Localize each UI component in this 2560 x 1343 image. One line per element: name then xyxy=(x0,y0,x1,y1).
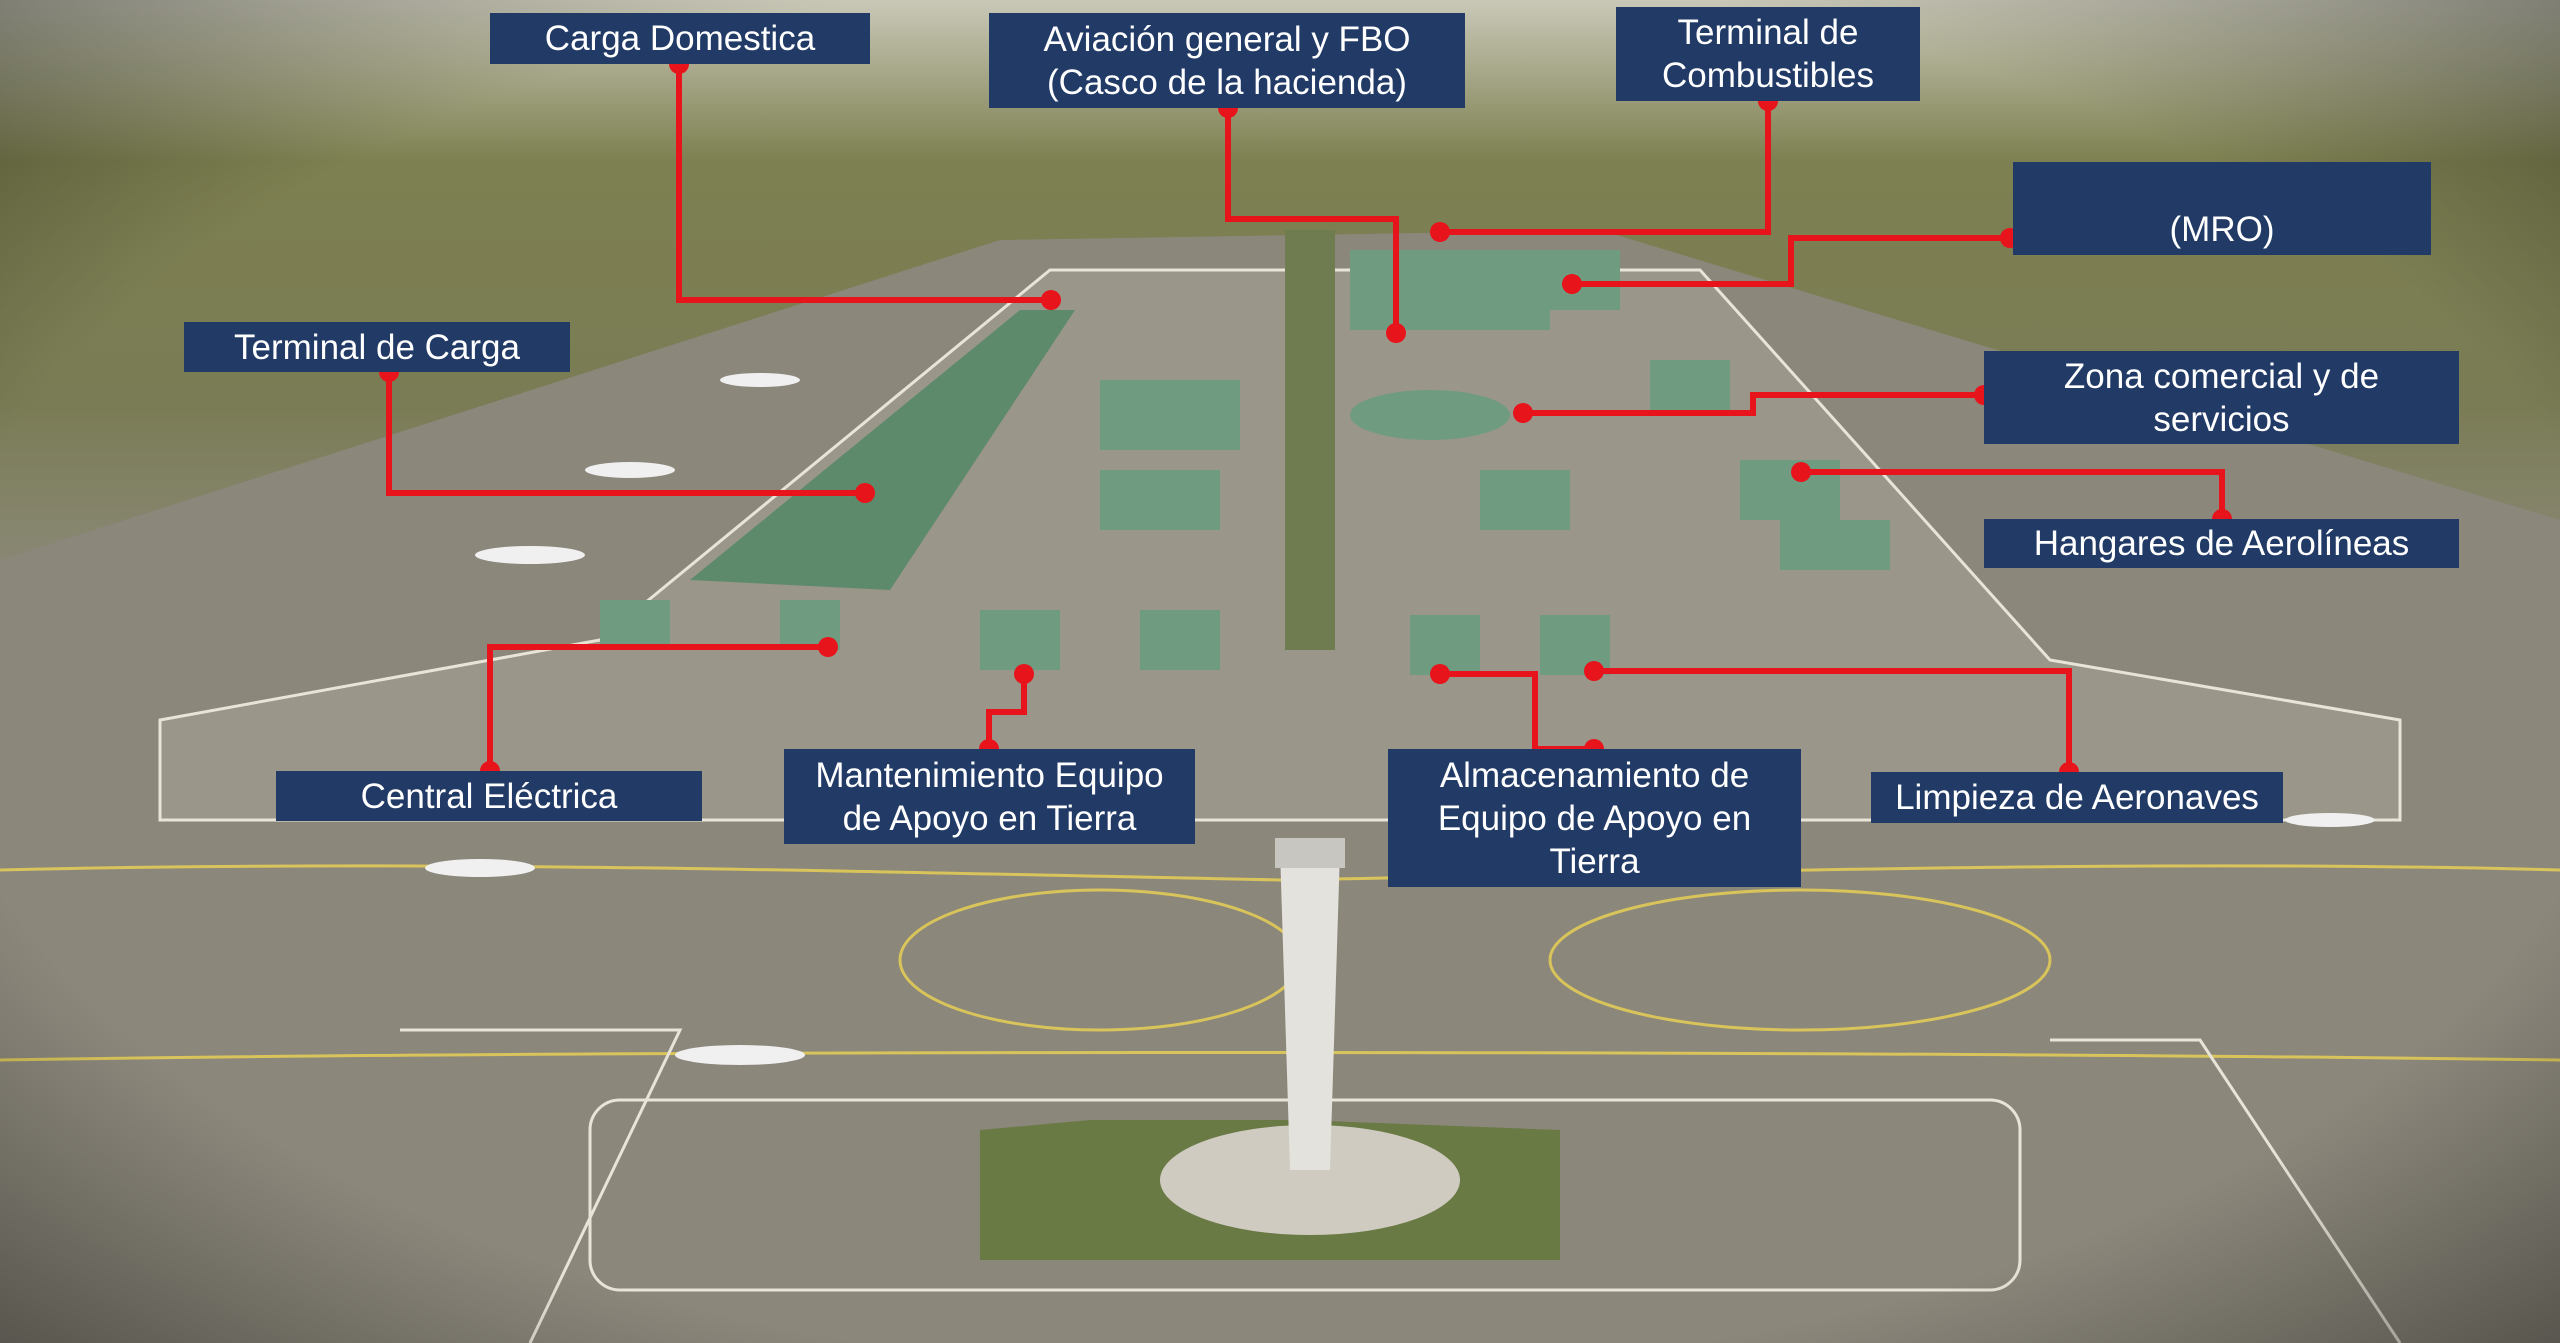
label-carga-domestica: Carga Domestica xyxy=(490,13,870,64)
label-almacenamiento-equipo: Almacenamiento de Equipo de Apoyo en Tie… xyxy=(1388,749,1801,887)
label-mantenimiento-equipo: Mantenimiento Equipo de Apoyo en Tierra xyxy=(784,749,1195,844)
label-aviacion-general-fbo: Aviación general y FBO (Casco de la haci… xyxy=(989,13,1465,108)
label-terminal-carga: Terminal de Carga xyxy=(184,322,570,372)
label-terminal-combustibles: Terminal de Combustibles xyxy=(1616,7,1920,101)
label-hangares-aerolineas: Hangares de Aerolíneas xyxy=(1984,519,2459,568)
label-central-electrica: Central Eléctrica xyxy=(276,771,702,821)
label-limpieza-aeronaves: Limpieza de Aeronaves xyxy=(1871,772,2283,823)
label-mro: (MRO) xyxy=(2013,162,2431,255)
label-zona-comercial: Zona comercial y de servicios xyxy=(1984,351,2459,444)
